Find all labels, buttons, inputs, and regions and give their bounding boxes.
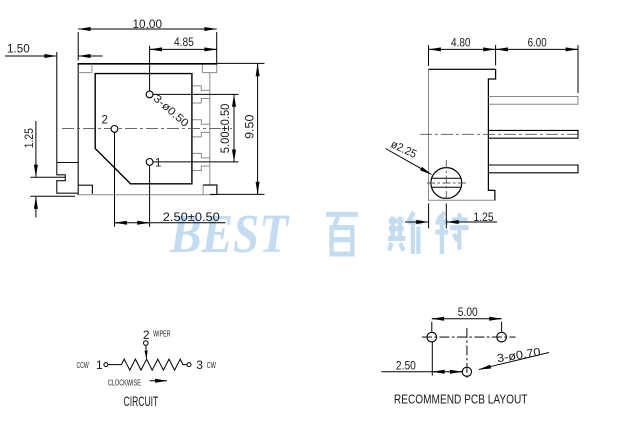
svg-text:RECOMMEND PCB LAYOUT: RECOMMEND PCB LAYOUT	[394, 392, 528, 407]
svg-text:1.25: 1.25	[473, 212, 493, 224]
svg-text:9.50: 9.50	[245, 115, 257, 139]
svg-text:2.50: 2.50	[396, 361, 416, 373]
svg-text:2: 2	[102, 115, 108, 127]
svg-text:5.00: 5.00	[458, 307, 478, 319]
svg-text:WIPER: WIPER	[153, 329, 170, 339]
svg-text:4.85: 4.85	[174, 37, 194, 49]
svg-text:3-ø0.70: 3-ø0.70	[496, 347, 541, 366]
svg-text:CIRCUIT: CIRCUIT	[124, 393, 159, 409]
svg-text:CLOCKWISE: CLOCKWISE	[108, 377, 141, 387]
svg-text:CW: CW	[207, 360, 216, 370]
svg-text:4.80: 4.80	[451, 37, 471, 49]
svg-text:CCW: CCW	[77, 360, 89, 370]
svg-text:1: 1	[155, 158, 161, 170]
svg-text:ø2.25: ø2.25	[389, 139, 419, 161]
svg-text:6.00: 6.00	[528, 37, 547, 49]
svg-text:1: 1	[96, 358, 103, 372]
svg-text:1.50: 1.50	[7, 44, 30, 56]
svg-text:1.25: 1.25	[24, 128, 36, 148]
svg-text:3-ø0.50: 3-ø0.50	[151, 93, 191, 130]
svg-text:5.00±0.50: 5.00±0.50	[220, 104, 232, 154]
svg-text:2: 2	[143, 328, 150, 342]
svg-text:10.00: 10.00	[133, 19, 163, 31]
svg-text:2.50±0.50: 2.50±0.50	[163, 212, 220, 224]
svg-text:3: 3	[196, 358, 203, 372]
svg-text:BEST: BEST	[169, 203, 290, 264]
